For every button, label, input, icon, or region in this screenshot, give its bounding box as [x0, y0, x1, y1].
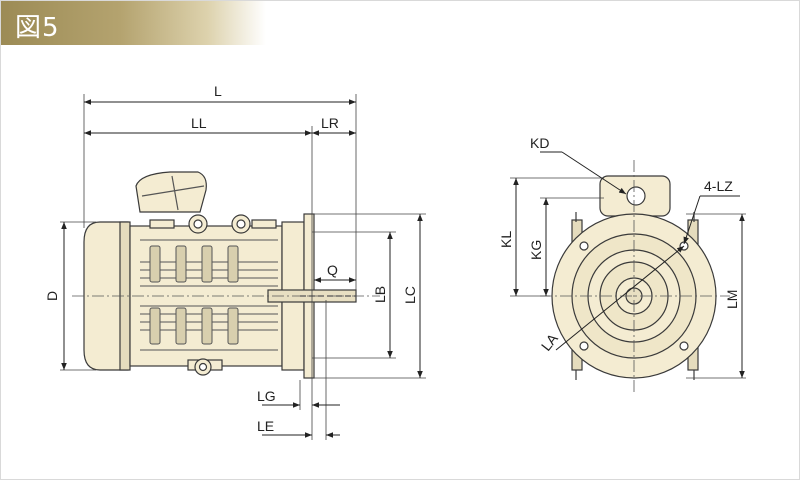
label-4-LZ: 4-LZ: [704, 178, 733, 194]
figure-header: 図5: [1, 1, 266, 45]
foot-left: [149, 219, 175, 229]
label-LG: LG: [257, 388, 276, 404]
label-LA: LA: [538, 330, 562, 354]
side-view: [83, 171, 357, 379]
label-KG: KG: [528, 240, 544, 260]
label-KL: KL: [498, 231, 514, 248]
fin-slots: [149, 245, 239, 345]
label-D: D: [44, 291, 60, 301]
label-Q: Q: [327, 262, 338, 278]
fan-cover: [83, 221, 129, 371]
terminal-box: [135, 171, 207, 213]
label-KD: KD: [530, 135, 549, 151]
leader-LA: [555, 245, 685, 351]
label-LC: LC: [402, 286, 418, 304]
label-LR: LR: [321, 115, 339, 131]
label-LE: LE: [257, 418, 274, 434]
label-L: L: [214, 83, 222, 99]
label-LB: LB: [372, 286, 388, 303]
foot-right: [251, 219, 277, 229]
label-LM: LM: [724, 290, 740, 309]
figure-label: 図5: [15, 13, 60, 43]
label-LL: LL: [191, 115, 207, 131]
